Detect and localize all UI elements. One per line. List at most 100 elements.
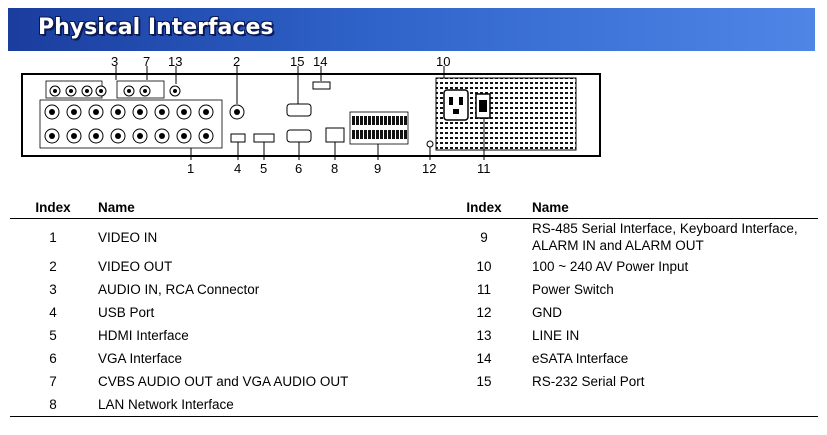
terminal-pin (392, 116, 395, 125)
rs232-port (286, 103, 312, 117)
terminal-pin (384, 130, 387, 139)
callout-10: 10 (436, 54, 450, 69)
audio-rca-block (45, 80, 181, 99)
index-cell (438, 393, 530, 416)
terminal-pin (372, 130, 375, 139)
index-cell: 5 (49, 328, 57, 343)
callout-1: 1 (187, 161, 194, 176)
index-cell: 1 (49, 229, 57, 245)
vga-port (286, 129, 312, 143)
esata-port (312, 81, 331, 90)
terminal-pin (364, 116, 367, 125)
table-row: 7 CVBS AUDIO OUT and VGA AUDIO OUT 15 RS… (10, 370, 818, 393)
name-cell (530, 393, 818, 416)
name-cell: HDMI Interface (98, 328, 189, 343)
table-row: 1 VIDEO IN 9 RS-485 Serial Interface, Ke… (10, 219, 818, 256)
terminal-pin (396, 116, 399, 125)
terminal-pin (368, 130, 371, 139)
terminal-pin (404, 130, 407, 139)
terminal-pin (388, 130, 391, 139)
video-in-bnc-grid (39, 99, 223, 149)
table-row: 8 LAN Network Interface (10, 393, 818, 416)
terminal-pin (364, 130, 367, 139)
index-cell: 8 (49, 397, 57, 412)
name-cell: USB Port (98, 305, 155, 320)
header-name-right: Name (530, 196, 818, 219)
callout-8: 8 (331, 161, 338, 176)
table-row: 3 AUDIO IN, RCA Connector 11 Power Switc… (10, 278, 818, 301)
hdmi-port (253, 133, 275, 143)
name-cell: AUDIO IN, RCA Connector (98, 282, 260, 297)
callout-9: 9 (374, 161, 381, 176)
terminal-pin (376, 130, 379, 139)
terminal-pin (392, 130, 395, 139)
terminal-pin (360, 130, 363, 139)
table-header-row: Index Name Index Name (10, 196, 818, 219)
name-cell: VGA Interface (98, 351, 183, 366)
table-row: 5 HDMI Interface 13 LINE IN (10, 324, 818, 347)
terminal-pin (356, 116, 359, 125)
index-cell: 2 (49, 259, 57, 274)
index-cell: 13 (476, 328, 492, 343)
index-cell: 9 (480, 229, 488, 245)
table-row: 6 VGA Interface 14 eSATA Interface (10, 347, 818, 370)
terminal-pin (352, 130, 355, 139)
table-row: 4 USB Port 12 GND (10, 301, 818, 324)
index-cell: 11 (476, 282, 491, 297)
gnd-screw (426, 140, 434, 148)
rear-panel-diagram: 3 7 13 2 15 14 10 1 4 5 6 8 9 12 11 (21, 54, 601, 176)
terminal-pin (384, 116, 387, 125)
name-cell: VIDEO IN (98, 229, 158, 245)
name-cell: GND (532, 305, 562, 320)
callout-2: 2 (233, 54, 240, 69)
name-cell: 100 ~ 240 AV Power Input (532, 259, 689, 274)
header-index-left: Index (10, 196, 96, 219)
name-cell: LAN Network Interface (98, 397, 234, 412)
index-cell: 15 (476, 374, 492, 389)
index-cell: 7 (49, 374, 57, 389)
index-cell: 10 (476, 259, 492, 274)
terminal-pin (396, 130, 399, 139)
name-cell: Power Switch (532, 282, 614, 297)
name-cell: RS-232 Serial Port (532, 374, 645, 389)
callout-7: 7 (143, 54, 150, 69)
terminal-blocks (349, 111, 409, 145)
usb-port (230, 133, 246, 143)
power-input-socket (443, 89, 469, 121)
name-cell: LINE IN (532, 328, 580, 343)
terminal-pin (376, 116, 379, 125)
callout-12: 12 (422, 161, 436, 176)
terminal-pin (400, 130, 403, 139)
callout-15: 15 (290, 54, 304, 69)
terminal-pin (368, 116, 371, 125)
table-row: 2 VIDEO OUT 10 100 ~ 240 AV Power Input (10, 255, 818, 278)
header-name-left: Name (96, 196, 438, 219)
terminal-pin (360, 116, 363, 125)
terminal-pin (372, 116, 375, 125)
callout-6: 6 (295, 161, 302, 176)
name-cell: RS-485 Serial Interface, Keyboard Interf… (532, 221, 798, 253)
index-cell: 4 (49, 305, 57, 320)
page-title: Physical Interfaces (38, 15, 274, 40)
callout-11: 11 (477, 161, 491, 176)
name-cell: CVBS AUDIO OUT and VGA AUDIO OUT (98, 374, 349, 389)
terminal-pin (356, 130, 359, 139)
name-cell: eSATA Interface (532, 351, 629, 366)
index-cell: 14 (476, 351, 492, 366)
leader-lines (115, 66, 485, 160)
terminal-pin (352, 116, 355, 125)
callout-3: 3 (111, 54, 118, 69)
name-cell: VIDEO OUT (98, 259, 173, 274)
index-cell: 3 (49, 282, 57, 297)
terminal-pin (404, 116, 407, 125)
title-banner: Physical Interfaces (8, 8, 815, 51)
table-bottom-rule (10, 416, 818, 417)
callout-4: 4 (234, 161, 241, 176)
lan-port (325, 127, 345, 143)
video-out-bnc (229, 104, 245, 120)
terminal-pin (380, 130, 383, 139)
terminal-pin (388, 116, 391, 125)
callout-5: 5 (260, 161, 267, 176)
index-cell: 6 (49, 351, 57, 366)
callout-14: 14 (313, 54, 327, 69)
